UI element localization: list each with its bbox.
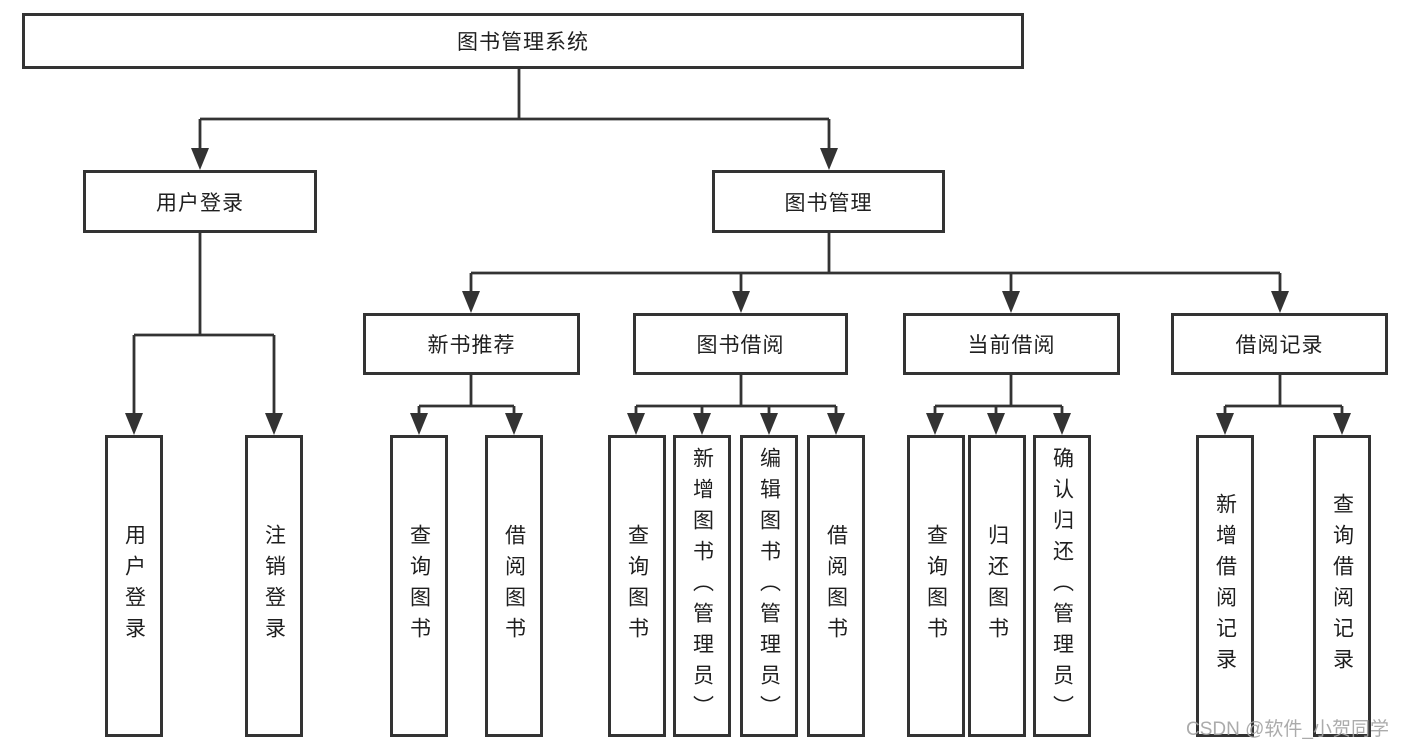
arrow-icon [827, 413, 845, 435]
leaf-borrow-book-recommend-label: 借阅图书 [502, 524, 526, 648]
arrow-icon [627, 413, 645, 435]
leaf-query-book-borrow-label: 查询图书 [625, 524, 649, 648]
leaf-user-login-label: 用户登录 [122, 524, 146, 648]
arrow-icon [191, 148, 209, 170]
leaf-edit-book-admin-label: 编辑图书（管理员） [757, 446, 781, 726]
node-root: 图书管理系统 [22, 13, 1024, 69]
leaf-confirm-return-admin-label: 确认归还（管理员） [1050, 446, 1074, 726]
leaf-query-book-recommend: 查询图书 [390, 435, 448, 737]
leaf-add-borrow-record: 新增借阅记录 [1196, 435, 1254, 737]
node-user-login: 用户登录 [83, 170, 317, 233]
arrow-icon [987, 413, 1005, 435]
leaf-return-book-label: 归还图书 [985, 524, 1009, 648]
leaf-edit-book-admin: 编辑图书（管理员） [740, 435, 798, 737]
arrow-icon [125, 413, 143, 435]
arrow-icon [505, 413, 523, 435]
arrow-icon [410, 413, 428, 435]
leaf-return-book: 归还图书 [968, 435, 1026, 737]
node-book-borrow-label: 图书借阅 [696, 334, 785, 357]
arrow-icon [1216, 413, 1234, 435]
arrow-icon [1333, 413, 1351, 435]
arrow-icon [926, 413, 944, 435]
arrow-icon [820, 148, 838, 170]
node-borrow-records-label: 借阅记录 [1235, 334, 1324, 357]
arrow-icon [265, 413, 283, 435]
leaf-add-book-admin-label: 新增图书（管理员） [690, 446, 714, 726]
leaf-add-book-admin: 新增图书（管理员） [673, 435, 731, 737]
node-current-borrow: 当前借阅 [903, 313, 1120, 375]
node-current-borrow-label: 当前借阅 [967, 334, 1056, 357]
leaf-user-login: 用户登录 [105, 435, 163, 737]
leaf-logout-label: 注销登录 [262, 524, 286, 648]
arrow-icon [1002, 291, 1020, 313]
arrow-icon [693, 413, 711, 435]
node-book-borrow: 图书借阅 [633, 313, 848, 375]
leaf-query-borrow-record-label: 查询借阅记录 [1330, 493, 1354, 679]
leaf-logout: 注销登录 [245, 435, 303, 737]
node-root-label: 图书管理系统 [457, 31, 589, 54]
leaf-borrow-book-recommend: 借阅图书 [485, 435, 543, 737]
leaf-confirm-return-admin: 确认归还（管理员） [1033, 435, 1091, 737]
watermark: CSDN @软件_小贺同学 [1186, 719, 1389, 740]
arrow-icon [1053, 413, 1071, 435]
leaf-query-book-recommend-label: 查询图书 [407, 524, 431, 648]
arrow-icon [760, 413, 778, 435]
arrow-icon [1271, 291, 1289, 313]
leaf-query-book-current-label: 查询图书 [924, 524, 948, 648]
node-book-management: 图书管理 [712, 170, 945, 233]
node-new-book-recommend-label: 新书推荐 [427, 334, 516, 357]
leaf-query-book-current: 查询图书 [907, 435, 965, 737]
arrow-icon [462, 291, 480, 313]
leaf-borrow-book-borrow-label: 借阅图书 [824, 524, 848, 648]
leaf-query-borrow-record: 查询借阅记录 [1313, 435, 1371, 737]
arrow-icon [732, 291, 750, 313]
leaf-borrow-book-borrow: 借阅图书 [807, 435, 865, 737]
leaf-query-book-borrow: 查询图书 [608, 435, 666, 737]
leaf-add-borrow-record-label: 新增借阅记录 [1213, 493, 1237, 679]
node-borrow-records: 借阅记录 [1171, 313, 1388, 375]
node-book-management-label: 图书管理 [784, 191, 873, 215]
node-new-book-recommend: 新书推荐 [363, 313, 580, 375]
node-user-login-label: 用户登录 [156, 191, 244, 215]
